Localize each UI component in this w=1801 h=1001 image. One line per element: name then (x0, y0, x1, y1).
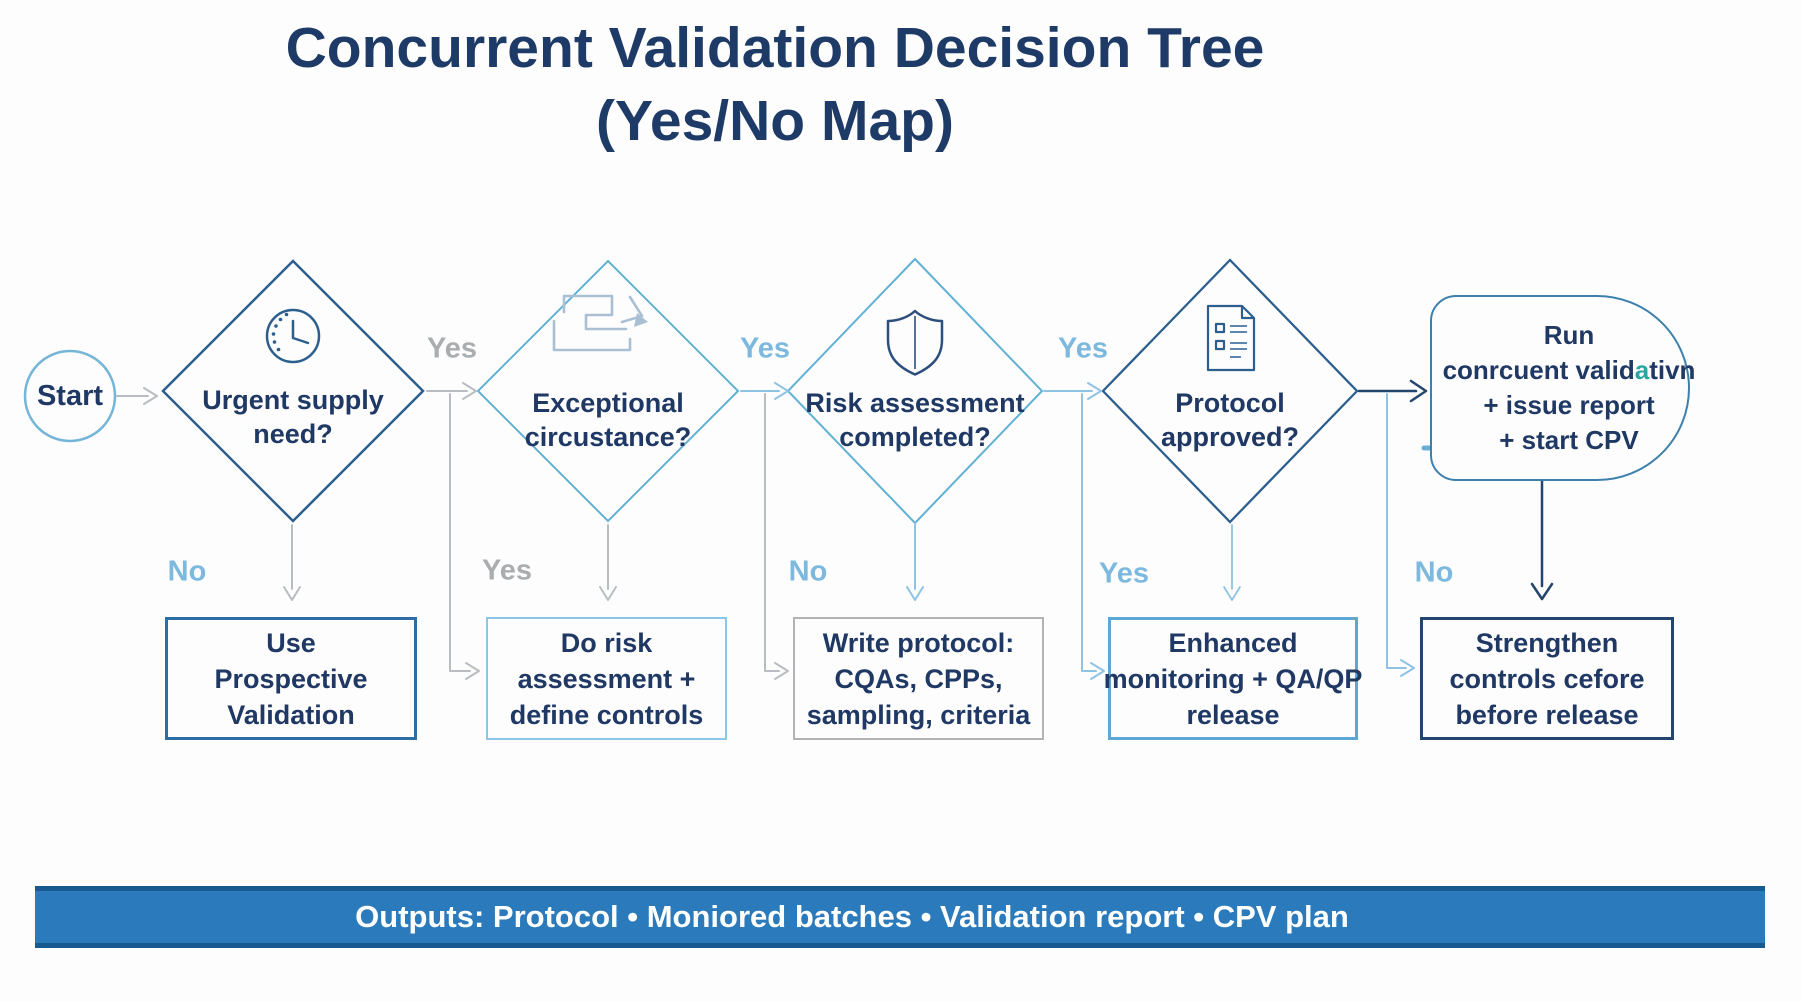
page-title-line2: (Yes/No Map) (596, 88, 954, 153)
outcome-box-prospective-validation: Use Prospective Validation (165, 617, 417, 740)
decision-label-risk-assessment: Risk assessment completed? (805, 388, 1025, 452)
outcome-box-strengthen-controls: Strengthen controls cefore before releas… (1420, 617, 1674, 740)
shield-icon (886, 309, 944, 376)
connector-d3-down-to-box3 (906, 522, 924, 601)
connector-d2-down-to-box2 (599, 524, 617, 601)
decision-label-exceptional-circumstance: Exceptional circustance? (524, 388, 692, 452)
decision-diamond-protocol-approved (1101, 258, 1359, 524)
start-node-label: Start (36, 380, 104, 412)
no-label-box5: No (1414, 556, 1454, 589)
yes-label-box2: Yes (482, 554, 532, 587)
outcome-box-enhanced-monitoring: Enhanced monitoring + QA/QP release (1104, 617, 1362, 740)
outcome-box-write-protocol: Write protocol: CQAs, CPPs, sampling, cr… (793, 617, 1044, 740)
terminal-line1: Run (1543, 320, 1595, 350)
document-checklist-icon (1206, 304, 1256, 372)
connector-elbow-no-to-box5 (1386, 393, 1415, 677)
connector-elbow-yes-to-box2 (449, 393, 480, 680)
connector-yes-d1-to-d2 (426, 382, 477, 400)
no-label-box1: No (167, 555, 207, 588)
connector-yes-d3-to-d4 (1043, 382, 1102, 400)
connector-d4-to-terminal (1357, 379, 1428, 403)
yes-label-d1-d2: Yes (427, 332, 477, 365)
yes-label-box4: Yes (1099, 557, 1149, 590)
connector-d4-down-to-box4 (1223, 524, 1241, 601)
start-circle (23, 349, 117, 443)
page-title: Concurrent Validation Decision Tree (Yes… (0, 12, 1550, 158)
terminal-line3: + issue report (1483, 390, 1655, 420)
no-label-box3: No (788, 555, 828, 588)
footer-bar: Outputs: Protocol • Moniored batches • V… (35, 886, 1765, 948)
connector-no-d1-to-box1 (283, 524, 301, 601)
decision-label-urgent-supply: Urgent supply need? (202, 385, 384, 449)
outcome-box-risk-assessment: Do risk assessment + define controls (486, 617, 727, 740)
connector-elbow-no-to-box3 (764, 393, 789, 680)
decision-label-protocol-approved: Protocol approved? (1160, 388, 1300, 452)
connector-elbow-yes-to-box4 (1081, 393, 1105, 680)
clock-icon (265, 308, 321, 364)
page-title-line1: Concurrent Validation Decision Tree (285, 16, 1265, 80)
terminal-line4: + start CPV (1499, 425, 1639, 455)
footer-outputs-text: Outputs: Protocol • Moniored batches • V… (355, 899, 1349, 934)
connector-start-to-d1 (116, 387, 158, 405)
terminal-node-run-concurrent-validation: Run conrcuent validativn + issue report … (1430, 295, 1695, 481)
connector-terminal-down-to-box5 (1530, 479, 1554, 601)
connector-yes-d2-to-d3 (740, 382, 789, 400)
decision-diamond-urgent-supply (161, 259, 425, 523)
decision-diamond-exceptional-circumstance (476, 259, 740, 523)
process-arrows-icon (552, 294, 648, 352)
yes-label-d3-d4: Yes (1058, 332, 1108, 365)
yes-label-d2-d3: Yes (740, 332, 790, 365)
terminal-line2: conrcuent validativn (1442, 355, 1696, 385)
